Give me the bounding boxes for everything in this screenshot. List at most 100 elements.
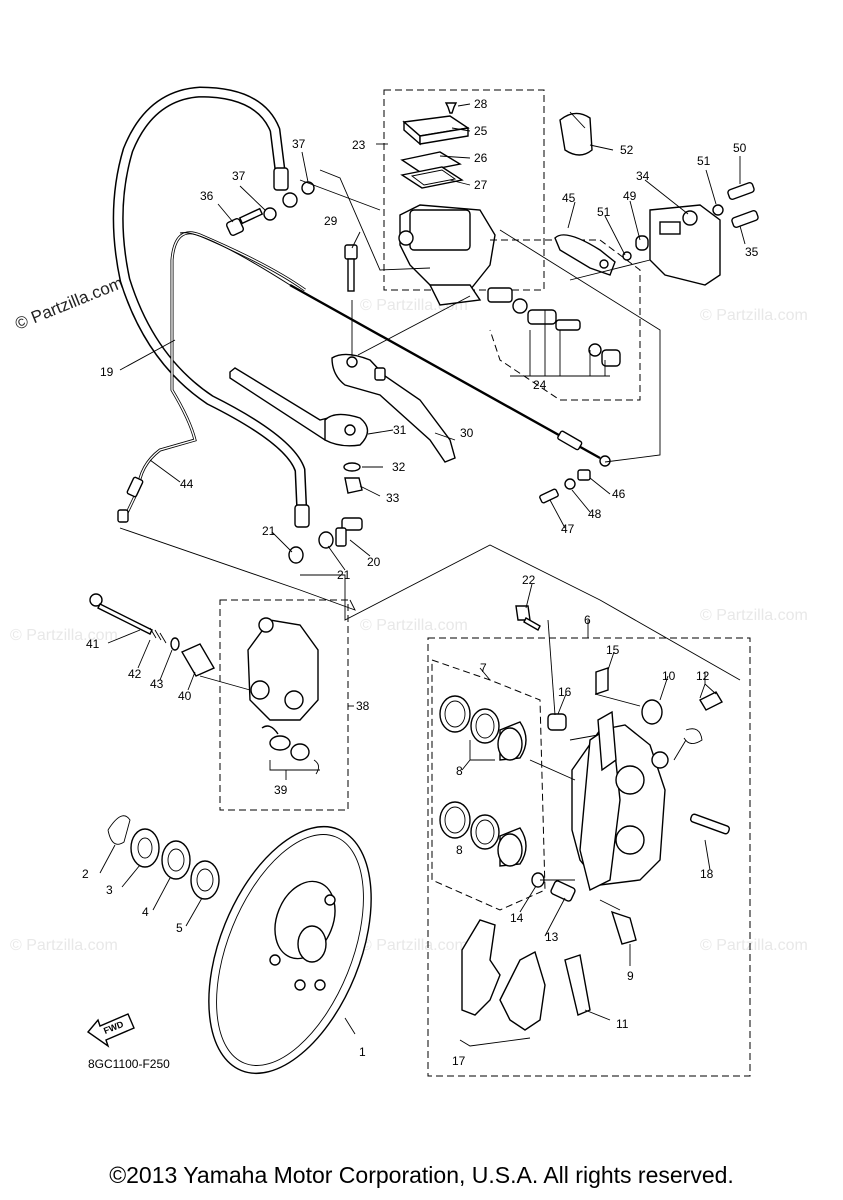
callout-52: 52 [620, 143, 634, 157]
nut-46 [577, 469, 591, 481]
callout-32: 32 [392, 460, 406, 474]
callout-51b: 51 [597, 205, 611, 219]
callout-50: 50 [733, 141, 747, 155]
bolt-22 [515, 605, 541, 631]
callout-38: 38 [356, 699, 370, 713]
callout-8: 8 [456, 764, 463, 778]
bleeder-12 [699, 691, 723, 711]
piston-kit [487, 287, 621, 367]
partzilla-watermark: © Partzilla.com [12, 273, 125, 334]
callout-16: 16 [558, 685, 572, 699]
callout-37: 37 [232, 169, 246, 183]
circlip-2 [107, 815, 131, 845]
callout-39: 39 [274, 783, 288, 797]
callout-46: 46 [612, 487, 626, 501]
callout-15: 15 [606, 643, 620, 657]
callout-43: 43 [150, 677, 164, 691]
brake-hose [112, 86, 310, 528]
main-caliper [571, 710, 669, 892]
callout-14: 14 [510, 911, 524, 925]
callout-labels: 1 2 3 4 5 6 7 8 9 10 11 12 13 14 15 16 1… [82, 97, 759, 1068]
bolt-29 [344, 244, 358, 292]
washer-37 [301, 181, 315, 195]
callout-7: 7 [480, 661, 487, 675]
callout-34: 34 [636, 169, 650, 183]
bolt-47 [539, 488, 559, 504]
callout-33: 33 [386, 491, 400, 505]
washer-37 [263, 207, 277, 221]
callout-21: 21 [262, 524, 276, 538]
group-box-38 [219, 599, 349, 811]
callout-44: 44 [180, 477, 194, 491]
bolt-41-assembly [89, 593, 215, 677]
boot-10 [641, 699, 663, 725]
callout-11: 11 [616, 1017, 629, 1031]
callout-2: 2 [82, 867, 89, 881]
copyright-notice: ©2013 Yamaha Motor Corporation, U.S.A. A… [109, 1162, 734, 1188]
washer-4 [161, 840, 191, 880]
watermark-faint: © Partzilla.com [10, 937, 118, 954]
fwd-arrow-icon: FWD [86, 1013, 135, 1048]
master-cylinder [398, 102, 496, 306]
callout-30: 30 [460, 426, 474, 440]
callout-45: 45 [562, 191, 576, 205]
pin-18 [689, 813, 731, 835]
callout-40: 40 [178, 689, 192, 703]
group-box-6 [427, 637, 751, 1077]
callout-9: 9 [627, 969, 634, 983]
callout-28: 28 [474, 97, 488, 111]
washer-32 [343, 462, 361, 472]
callout-6: 6 [584, 613, 591, 627]
watermark-faint: © Partzilla.com [360, 937, 468, 954]
callout-19: 19 [100, 365, 114, 379]
bolt-35 [731, 210, 759, 228]
callout-35: 35 [745, 245, 759, 259]
bolt-9 [610, 910, 637, 945]
callout-8b: 8 [456, 843, 463, 857]
callout-29: 29 [324, 214, 338, 228]
watermark-faint: © Partzilla.com [700, 607, 808, 624]
callout-41: 41 [86, 637, 100, 651]
callout-12: 12 [696, 669, 710, 683]
clutch-lever [331, 353, 456, 463]
union-bolt-20 [288, 517, 363, 564]
bolt-15 [595, 667, 609, 695]
callout-4: 4 [142, 905, 149, 919]
brake-lever [229, 367, 369, 447]
callout-37b: 37 [292, 137, 306, 151]
callout-49: 49 [623, 189, 637, 203]
callout-24: 24 [533, 378, 547, 392]
callout-21b: 21 [337, 568, 351, 582]
washer-51 [712, 204, 724, 216]
clutch-cable [179, 232, 611, 467]
callout-31: 31 [393, 423, 407, 437]
washer-48 [564, 478, 576, 490]
connector-lines [119, 169, 741, 911]
callout-26: 26 [474, 151, 488, 165]
washer-3 [130, 828, 160, 868]
brake-pads [461, 919, 591, 1031]
callout-51: 51 [697, 154, 711, 168]
washer-5 [190, 860, 220, 900]
callout-3: 3 [106, 883, 113, 897]
leader-lines [99, 103, 746, 1047]
callout-10: 10 [662, 669, 676, 683]
callout-23: 23 [352, 138, 366, 152]
watermark-faint: © Partzilla.com [700, 937, 808, 954]
diagram-code: 8GC1100-F250 [88, 1057, 170, 1071]
caliper-small-parts [531, 667, 731, 945]
background-watermarks: © Partzilla.com © Partzilla.com © Partzi… [10, 297, 808, 954]
callout-5: 5 [176, 921, 183, 935]
callout-27: 27 [474, 178, 488, 192]
group-box-24 [489, 239, 641, 401]
callout-13: 13 [545, 930, 559, 944]
callout-48: 48 [588, 507, 602, 521]
sleeve-16 [547, 713, 567, 731]
watermark-faint: © Partzilla.com [700, 307, 808, 324]
callout-42: 42 [128, 667, 142, 681]
callout-1: 1 [359, 1045, 366, 1059]
bolt-50 [727, 182, 755, 200]
callout-17: 17 [452, 1054, 466, 1068]
callout-18: 18 [700, 867, 714, 881]
